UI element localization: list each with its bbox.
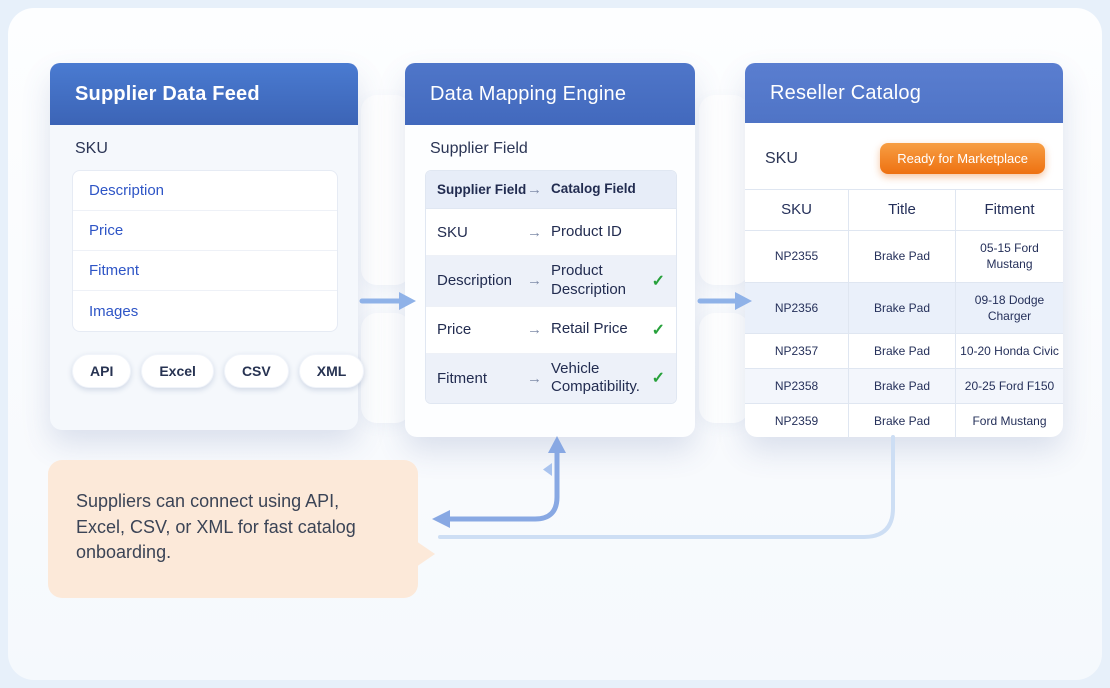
format-pill-excel[interactable]: Excel: [141, 354, 214, 388]
reseller-cell-sku: NP2359: [774, 414, 819, 429]
arrow-right-icon: →: [527, 369, 542, 387]
supplier-format-pills: API Excel CSV XML: [72, 354, 365, 388]
mapping-row: Fitment → Vehicle Compatibility. ✓: [426, 353, 676, 403]
reseller-cell-title: Brake Pad: [848, 404, 955, 439]
mapping-header-from: Supplier Field: [437, 182, 527, 197]
supplier-field-item[interactable]: Images: [89, 302, 139, 320]
mapping-field-label: Supplier Field: [430, 140, 528, 157]
reseller-cell-title: Brake Pad: [848, 369, 955, 404]
supplier-panel-title: Supplier Data Feed: [75, 82, 260, 105]
mapping-row-from: Price: [437, 321, 472, 338]
mapping-panel-title: Data Mapping Engine: [430, 82, 627, 105]
mapping-panel-header: Data Mapping Engine: [405, 63, 695, 125]
reseller-field-label: SKU: [765, 149, 798, 167]
reseller-cell-title: Brake Pad: [848, 334, 955, 369]
reseller-col-header-sku: SKU: [781, 201, 812, 218]
reseller-panel-header: Reseller Catalog: [745, 63, 1063, 123]
mapping-row-from: Description: [437, 272, 513, 290]
mapping-row-to: Product ID: [551, 222, 622, 240]
supplier-panel-header: Supplier Data Feed: [50, 63, 358, 125]
reseller-cell-title: Brake Pad: [848, 282, 955, 333]
supplier-field-item[interactable]: Price: [73, 211, 337, 251]
data-mapping-engine-panel: Data Mapping Engine Supplier Field Suppl…: [405, 63, 695, 437]
check-icon: ✓: [651, 370, 665, 388]
callout-tail: [416, 541, 435, 567]
mapping-row-to: Retail Price: [551, 320, 628, 338]
supplier-field-item[interactable]: Fitment: [73, 251, 337, 291]
reseller-cell-sku: NP2355: [774, 249, 819, 264]
reseller-cell-sku: NP2358: [774, 379, 819, 394]
arrow-right-icon: →: [527, 223, 542, 241]
supplier-field-label: SKU: [75, 140, 108, 157]
reseller-catalog-panel: Reseller Catalog SKU Ready for Marketpla…: [745, 63, 1063, 439]
mapping-table-header: Supplier Field → Catalog Field: [426, 171, 676, 209]
check-icon: ✓: [651, 272, 665, 290]
mapping-panel-body: Supplier Field Supplier Field → Catalog …: [405, 140, 695, 404]
callout-text: Suppliers can connect using API, Excel, …: [76, 491, 356, 563]
reseller-col-header-fitment: Fitment: [955, 190, 1063, 231]
arrow-right-icon: →: [527, 181, 542, 198]
reseller-col-header-title: Title: [848, 190, 955, 231]
format-pill-csv[interactable]: CSV: [223, 354, 289, 388]
ready-for-marketplace-button[interactable]: Ready for Marketplace: [880, 143, 1045, 174]
reseller-cell-fitment: 10-20 Honda Civic: [955, 334, 1063, 369]
reseller-cell-fitment: Ford Mustang: [955, 404, 1063, 439]
mapping-header-to: Catalog Field: [551, 181, 636, 197]
reseller-cell-fitment: 05-15 Ford Mustang: [955, 231, 1063, 282]
reseller-cell-sku: NP2357: [774, 344, 819, 358]
mapping-row: Description → Product Description ✓: [426, 256, 676, 307]
gap-strip: [699, 313, 749, 423]
reseller-cell-fitment: 09-18 Dodge Charger: [955, 282, 1063, 333]
reseller-cell-title: Brake Pad: [848, 231, 955, 282]
supplier-field-item[interactable]: Description: [73, 171, 337, 211]
gap-strip: [361, 313, 411, 423]
arrow-right-icon: →: [527, 272, 542, 290]
reseller-cell-sku: NP2356: [774, 300, 819, 315]
format-pill-api[interactable]: API: [72, 354, 132, 388]
mapping-row: SKU → Product ID: [426, 209, 676, 256]
mapping-row: Price → Retail Price ✓: [426, 306, 676, 354]
mapping-table: Supplier Field → Catalog Field SKU → Produ…: [425, 170, 677, 404]
mapping-row-from: SKU: [437, 223, 468, 241]
mapping-row-to: Vehicle Compatibility.: [551, 359, 640, 396]
mapping-row-from: Fitment: [437, 369, 488, 387]
reseller-panel-title: Reseller Catalog: [770, 81, 922, 104]
gap-strip: [361, 95, 411, 285]
reseller-top-bar: SKU Ready for Marketplace: [745, 123, 1063, 174]
callout-bubble: Suppliers can connect using API, Excel, …: [48, 460, 435, 598]
reseller-cell-fitment: 20-25 Ford F150: [955, 369, 1063, 404]
arrow-right-icon: →: [527, 321, 542, 338]
mapping-row-to: Product Description: [551, 262, 627, 298]
check-icon: ✓: [651, 321, 665, 339]
format-pill-xml[interactable]: XML: [298, 354, 365, 388]
mapping-table-rows: SKU → Product ID Description → Product Descri…: [426, 209, 676, 403]
gap-strip: [699, 95, 749, 285]
